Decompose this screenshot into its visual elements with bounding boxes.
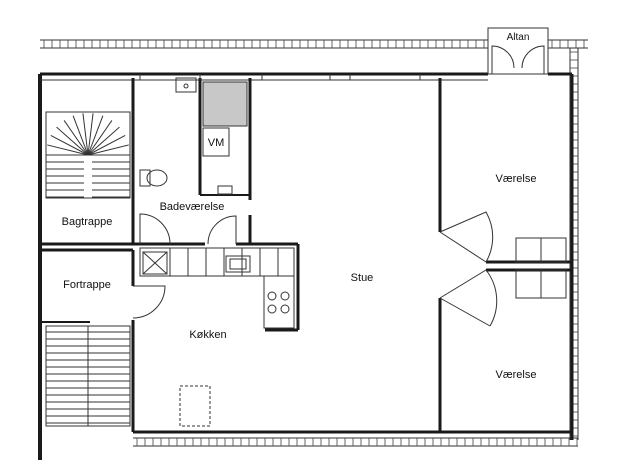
badevaerelse-label: Badeværelse bbox=[160, 201, 225, 213]
roof-eaves-right bbox=[569, 48, 579, 440]
fortrappe-stairs: Fortrappe bbox=[45, 279, 131, 427]
stue-label: Stue bbox=[351, 272, 374, 284]
vm-label: VM bbox=[208, 137, 225, 149]
inner-walls bbox=[40, 78, 572, 432]
vaerelse-top-label: Værelse bbox=[496, 173, 537, 185]
windows-top bbox=[139, 74, 421, 80]
altan-balcony: Altan bbox=[487, 27, 549, 75]
roof-eaves-bottom bbox=[133, 437, 578, 447]
vaerelse-rooms: Værelse Værelse bbox=[439, 173, 567, 381]
fortrappe-label: Fortrappe bbox=[63, 279, 111, 291]
bagtrappe-label: Bagtrappe bbox=[62, 216, 113, 228]
vaerelse-bottom-label: Værelse bbox=[496, 369, 537, 381]
bagtrappe-stairs: Bagtrappe bbox=[45, 111, 131, 228]
kokken-label: Køkken bbox=[189, 329, 226, 341]
outer-walls bbox=[38, 72, 574, 460]
altan-label: Altan bbox=[507, 32, 530, 43]
kitchen-counter: Køkken bbox=[132, 247, 295, 427]
badevaerelse-room: VM Badeværelse bbox=[139, 77, 248, 245]
roof-eaves-top bbox=[40, 39, 588, 49]
